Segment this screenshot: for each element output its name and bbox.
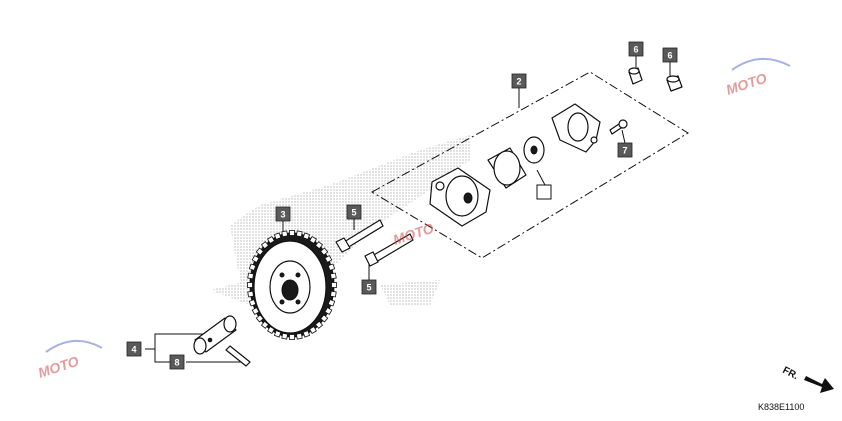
gear-tooth [289, 230, 295, 236]
gear-tooth [255, 314, 264, 323]
gear-tooth [247, 282, 253, 288]
diagram-code: K838E1100 [758, 402, 805, 412]
gear-tooth [320, 314, 329, 323]
oil-pump-driven-gear [247, 230, 337, 340]
gear-tooth [255, 247, 264, 256]
outer-rotor [487, 147, 527, 189]
callout-5-upper[interactable]: 5 [346, 204, 362, 220]
dowel-pin-left [628, 67, 643, 85]
oil-pump-shaft [193, 315, 237, 355]
gear-tooth [247, 272, 254, 280]
gear-tooth [248, 299, 257, 307]
callout-5-lower[interactable]: 5 [361, 279, 377, 295]
pump-body [429, 167, 491, 227]
gear-tooth [324, 255, 333, 263]
svg-text:MOTO: MOTO [36, 353, 81, 381]
svg-text:2: 2 [516, 77, 521, 87]
leader-lines [145, 56, 671, 363]
gear-tooth [260, 320, 270, 329]
pump-cover [551, 103, 601, 153]
svg-text:6: 6 [633, 45, 638, 55]
gear-tooth [289, 334, 295, 340]
gear-tooth [295, 230, 303, 238]
svg-text:FR.: FR. [781, 365, 801, 382]
callout-3[interactable]: 3 [275, 206, 291, 222]
callout-4[interactable]: 4 [126, 341, 142, 357]
gear-tooth [248, 263, 257, 271]
gear-tooth [324, 307, 333, 315]
screw [609, 119, 628, 135]
gear-tooth [330, 290, 337, 298]
front-direction-indicator: FR. [781, 365, 834, 393]
gear-tooth [314, 320, 324, 329]
arrow-right-icon [804, 376, 834, 393]
inner-rotor [523, 136, 545, 164]
svg-text:3: 3 [280, 210, 285, 220]
gear-tooth [327, 263, 336, 271]
callout-7[interactable]: 7 [617, 142, 633, 158]
gear-tooth [331, 282, 337, 288]
gear-tooth [309, 236, 317, 244]
gear-tooth [267, 236, 275, 244]
gear-tooth [247, 290, 254, 298]
svg-text:5: 5 [366, 283, 371, 293]
svg-text:4: 4 [131, 345, 136, 355]
callout-6-right[interactable]: 6 [662, 47, 678, 63]
watermark-left: MOTO [36, 340, 103, 381]
gear-tooth [260, 241, 270, 250]
gear-tooth [251, 307, 260, 315]
pin [225, 345, 251, 367]
watermark-top-right: MOTO [724, 57, 791, 98]
gear-tooth [320, 247, 329, 256]
callout-6-left[interactable]: 6 [628, 41, 644, 57]
svg-text:8: 8 [174, 358, 179, 368]
gear-tooth [273, 330, 282, 338]
gear-tooth [327, 299, 336, 307]
flange-bolt-lower [364, 233, 414, 267]
gear-tooth [281, 332, 289, 340]
gear-tooth [273, 232, 282, 240]
svg-text:MOTO: MOTO [391, 220, 436, 248]
gear-tooth [302, 232, 311, 240]
gear-tooth [330, 272, 337, 280]
flange-bolt-upper [335, 219, 384, 253]
dowel-pin-right [666, 75, 683, 92]
svg-text:6: 6 [667, 51, 672, 61]
callout-8[interactable]: 8 [169, 354, 185, 370]
svg-text:MOTO: MOTO [724, 70, 769, 98]
callout-empty[interactable] [536, 184, 552, 200]
assembly-boundary [370, 71, 689, 259]
svg-text:7: 7 [622, 146, 627, 156]
callout-2[interactable]: 2 [511, 73, 527, 89]
gear-tooth [309, 326, 317, 334]
gear-tooth [251, 255, 260, 263]
gear-tooth [314, 241, 324, 250]
svg-text:5: 5 [351, 208, 356, 218]
gear-tooth [302, 330, 311, 338]
gear-tooth [295, 332, 303, 340]
gear-tooth [281, 230, 289, 238]
watermark-center: MOTO [391, 220, 436, 248]
